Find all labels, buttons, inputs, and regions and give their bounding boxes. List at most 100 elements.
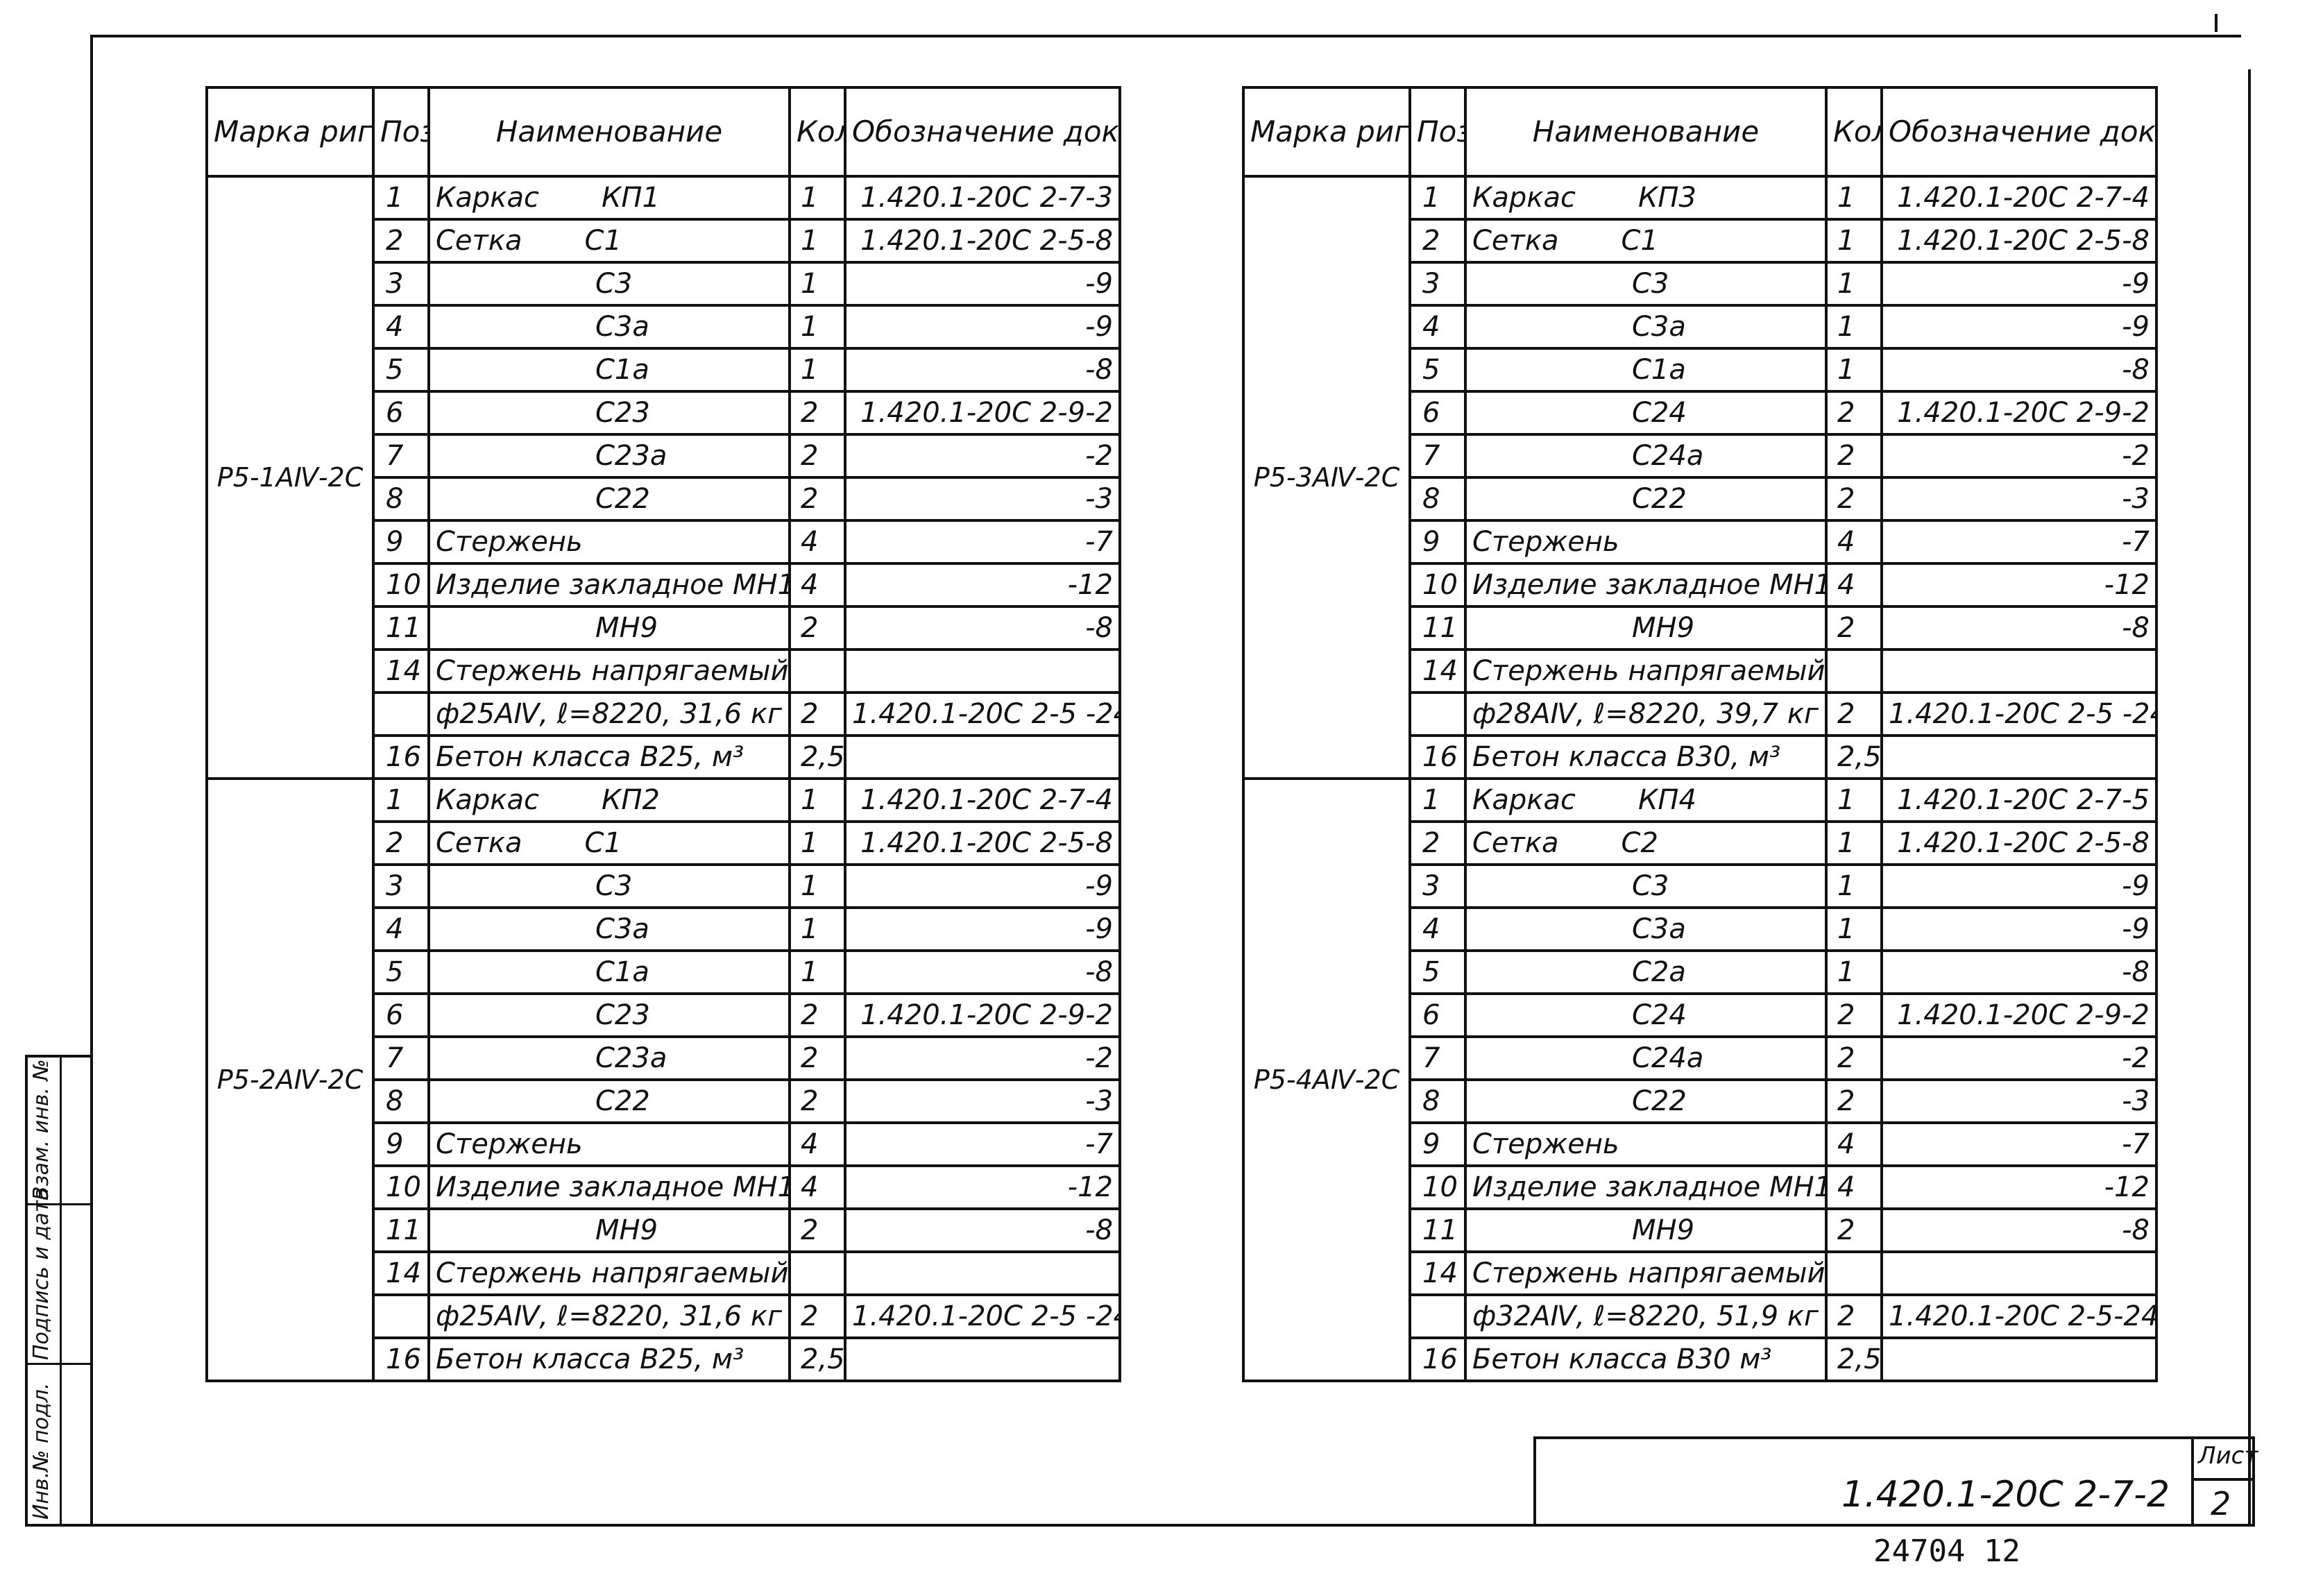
qty-cell: 2 [1825, 691, 1883, 737]
name-cell: МН9 [427, 605, 791, 651]
item-name: Стержень [436, 526, 583, 558]
qty-cell: 2 [1825, 1293, 1883, 1339]
name-cell: С3 [1464, 863, 1828, 909]
item-mark: С22 [1632, 483, 1687, 515]
name-cell: ф25АⅣ, ℓ=8220, 31,6 кг [427, 691, 791, 737]
beam-mark: Р5-1АⅣ-2С [205, 175, 375, 780]
doc-cell: -12 [844, 562, 1121, 608]
doc-cell: -3 [1880, 1078, 2158, 1124]
pos-cell: 11 [1408, 605, 1467, 651]
qty-cell: 2 [1825, 476, 1883, 522]
qty-cell: 2 [788, 476, 846, 522]
item-mark: С22 [595, 1085, 650, 1117]
qty-cell: 1 [1825, 304, 1883, 350]
pos-cell: 11 [1408, 1207, 1467, 1253]
item-mark: С24а [1632, 1042, 1704, 1074]
name-cell: С2а [1464, 949, 1828, 995]
pos-cell: 6 [372, 390, 430, 436]
name-cell: Изделие закладное МН13 [1464, 1164, 1828, 1210]
drawing-frame-right-edge [2248, 69, 2251, 1527]
margin-stamp-text: Инв.№ подл. Подпись и дата Взам. инв. № [28, 1059, 97, 1520]
item-name: Стержень [1472, 526, 1619, 558]
name-cell: С24а [1464, 433, 1828, 479]
doc-cell: 1.420.1-20С 2-9-2 [1880, 390, 2158, 436]
pos-cell: 4 [372, 906, 430, 952]
pos-cell: 5 [372, 949, 430, 995]
doc-cell: -9 [1880, 906, 2158, 952]
pos-cell: 6 [1408, 390, 1467, 436]
item-mark: С1 [1621, 225, 1658, 257]
name-cell: С22 [427, 476, 791, 522]
pos-cell: 1 [372, 175, 430, 221]
name-cell: С3а [1464, 304, 1828, 350]
name-cell: Бетон класса В30 м³ [1464, 1336, 1828, 1382]
item-mark: КП3 [1637, 182, 1696, 214]
doc-cell: -9 [1880, 261, 2158, 307]
pos-cell: 4 [1408, 906, 1467, 952]
qty-cell [1825, 648, 1883, 694]
header-mark: Марка ригеля [1242, 86, 1411, 178]
doc-cell: 1.420.1-20С 2-5-8 [1880, 218, 2158, 264]
qty-cell: 2 [788, 1207, 846, 1253]
qty-cell [788, 648, 846, 694]
document-code: 1.420.1-20С 2-7-2 [1841, 1474, 2170, 1516]
doc-cell: 1.420.1-20С 2-5-8 [844, 218, 1121, 264]
pos-cell: 7 [372, 433, 430, 479]
qty-cell: 4 [1825, 562, 1883, 608]
qty-cell: 1 [788, 820, 846, 866]
qty-cell: 1 [788, 175, 846, 221]
item-name: ф32АⅣ, ℓ=8220, 51,9 кг [1472, 1300, 1819, 1332]
doc-cell: -8 [844, 949, 1121, 995]
item-mark: МН9 [595, 612, 658, 644]
item-mark: С23а [595, 440, 667, 472]
qty-cell: 2 [788, 605, 846, 651]
doc-cell: -7 [844, 1121, 1121, 1167]
item-mark: С1а [595, 956, 649, 988]
margin-stamp-replace: Взам. инв. № [29, 1059, 53, 1200]
header-row: Марка ригеляПозНаименованиеКолОбозначени… [205, 86, 1121, 178]
qty-cell: 2 [788, 390, 846, 436]
item-name: Изделие закладное МН13 [1472, 569, 1826, 601]
item-name: ф28АⅣ, ℓ=8220, 39,7 кг [1472, 698, 1819, 730]
doc-cell: -3 [1880, 476, 2158, 522]
doc-cell: -8 [844, 1207, 1121, 1253]
doc-cell: 1.420.1-20С 2-5 -24 [844, 1293, 1121, 1339]
item-mark: МН9 [1632, 1214, 1695, 1246]
pos-cell: 9 [1408, 519, 1467, 565]
doc-cell: 1.420.1-20С 2-5-8 [1880, 820, 2158, 866]
doc-cell [1880, 1336, 2158, 1382]
qty-cell: 1 [1825, 175, 1883, 221]
doc-cell: 1.420.1-20С 2-7-3 [844, 175, 1121, 221]
doc-cell: -9 [844, 261, 1121, 307]
pos-cell: 2 [1408, 820, 1467, 866]
qty-cell: 1 [1825, 863, 1883, 909]
doc-cell: 1.420.1-20С 2-7-5 [1880, 777, 2158, 823]
item-name: ф25АⅣ, ℓ=8220, 31,6 кг [436, 698, 783, 730]
item-mark: С1а [1632, 354, 1686, 386]
pos-cell: 1 [1408, 777, 1467, 823]
item-mark: С23а [595, 1042, 667, 1074]
item-name: Изделие закладное МН13 [436, 1171, 790, 1203]
pos-cell: 1 [1408, 175, 1467, 221]
name-cell: С1а [1464, 347, 1828, 393]
header-name: Наименование [1464, 86, 1828, 178]
name-cell: С3а [1464, 906, 1828, 952]
qty-cell: 1 [788, 949, 846, 995]
qty-cell: 1 [788, 863, 846, 909]
item-mark: С2а [1632, 956, 1686, 988]
